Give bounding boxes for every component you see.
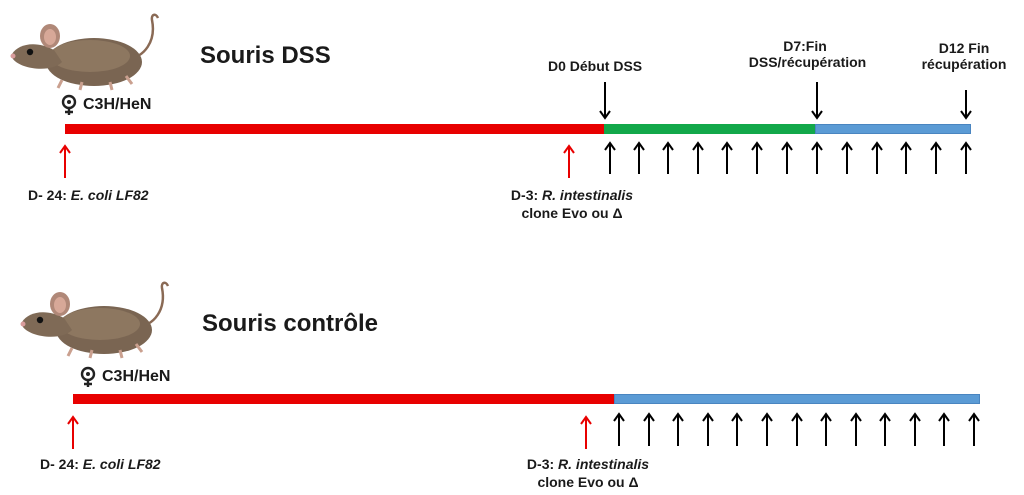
sampling-arrow [613, 412, 625, 446]
mouse-icon [10, 13, 160, 91]
milestone-arrow-d0 [599, 82, 611, 120]
sampling-arrow [633, 141, 645, 174]
label-d-24-strain: E. coli LF82 [82, 456, 161, 472]
sampling-arrow [938, 412, 950, 446]
sampling-arrow [643, 412, 655, 446]
inoculation-arrow-d-3 [580, 415, 592, 449]
sampling-arrow [850, 412, 862, 446]
sampling-arrow [791, 412, 803, 446]
sampling-arrow [761, 412, 773, 446]
recovery-bar [614, 394, 980, 404]
female-symbol-icon [80, 366, 96, 387]
milestone-arrow-d12 [960, 90, 972, 120]
label-d-3-clone: clone Evo ou Δ [521, 205, 623, 221]
sampling-arrow [930, 141, 942, 174]
label-d-3-clone: clone Evo ou Δ [537, 474, 639, 490]
inoculation-arrow-d-3 [563, 144, 575, 178]
female-symbol-icon [61, 94, 77, 115]
panel-title: Souris DSS [200, 42, 331, 69]
sampling-arrow [879, 412, 891, 446]
mouse-strain: C3H/HeN [83, 96, 152, 113]
sampling-arrow [871, 141, 883, 174]
sampling-arrow [781, 141, 793, 174]
label-d-24-prefix: D- 24: [28, 187, 71, 203]
sampling-arrow [662, 141, 674, 174]
sampling-arrow [721, 141, 733, 174]
mouse-strain: C3H/HeN [102, 368, 171, 385]
sampling-arrow [604, 141, 616, 174]
label-d12-line2: récupération [921, 56, 1007, 72]
sampling-arrow [909, 412, 921, 446]
label-d-3-species: R. intestinalis [542, 187, 634, 203]
label-d-3-species: R. intestinalis [558, 456, 650, 472]
sampling-arrow [960, 141, 972, 174]
inoculation-arrow-d-24 [59, 144, 71, 178]
label-d-24: D- 24: E. coli LF82 [28, 187, 149, 203]
label-d7-line1: D7:Fin [783, 38, 827, 54]
mouse-icon [20, 281, 170, 359]
inoculation-bar [73, 394, 614, 404]
label-d7-line2: DSS/récupération [748, 54, 867, 70]
inoculation-bar [65, 124, 604, 134]
panel-title: Souris contrôle [202, 310, 379, 337]
sampling-arrow [820, 412, 832, 446]
label-d-3-prefix: D-3: [526, 456, 559, 472]
label-d-3: D-3: R. intestinalis clone Evo ou Δ [497, 187, 647, 221]
recovery-bar [815, 124, 971, 134]
label-d12-line1: D12 Fin [938, 40, 990, 56]
sampling-arrow [968, 412, 980, 446]
label-d-3-prefix: D-3: [510, 187, 543, 203]
label-d-24-strain: E. coli LF82 [70, 187, 149, 203]
label-d7: D7:Fin DSS/récupération [740, 38, 870, 70]
sampling-arrow [692, 141, 704, 174]
label-d0: D0 Début DSS [548, 58, 643, 74]
label-d12: D12 Fin récupération [904, 40, 1024, 72]
label-d-3: D-3: R. intestinalis clone Evo ou Δ [513, 456, 663, 490]
milestone-arrow-d7 [811, 82, 823, 120]
label-d-24-prefix: D- 24: [40, 456, 83, 472]
sampling-arrow [841, 141, 853, 174]
sampling-arrow [731, 412, 743, 446]
sampling-arrow [751, 141, 763, 174]
label-d-24: D- 24: E. coli LF82 [40, 456, 161, 472]
sampling-arrow [811, 141, 823, 174]
sampling-arrow [672, 412, 684, 446]
sampling-arrow [900, 141, 912, 174]
sampling-arrow [702, 412, 714, 446]
dss-bar [604, 124, 815, 134]
inoculation-arrow-d-24 [67, 415, 79, 449]
